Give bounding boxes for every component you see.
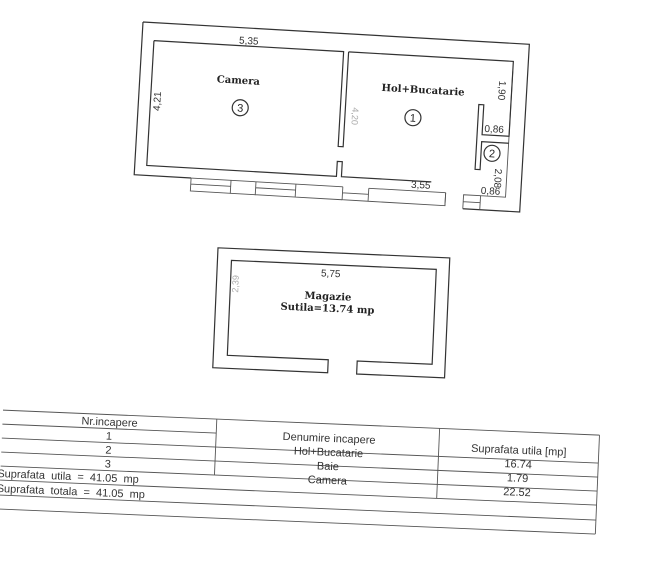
house-plan: 5,35 4,21 Camera 3 4,20 Hol+Bucatarie 1 … xyxy=(133,21,530,213)
row-1-name: Hol+Bucatarie xyxy=(294,445,364,460)
room-number-2: 2 xyxy=(489,148,496,160)
dim-hol-upper: 1,90 xyxy=(495,80,507,101)
camera-inner-wall xyxy=(146,40,432,183)
hol-inner-wall xyxy=(348,51,514,171)
room-number-3: 3 xyxy=(237,103,244,115)
dim-storage-height: 2,39 xyxy=(230,275,241,293)
row-1-number: 1 xyxy=(106,430,113,442)
room-number-circle-1 xyxy=(404,109,422,127)
dim-partition: 4,20 xyxy=(349,107,360,125)
storage-area: Sutila=13.74 mp xyxy=(280,302,374,317)
header-suprafata: Suprafata utila [mp] xyxy=(471,443,567,459)
dim-hol-width: 3,55 xyxy=(411,180,432,192)
room-number-1: 1 xyxy=(409,113,416,125)
room-label-hol-bucatarie: Hol+Bucatarie xyxy=(381,83,465,99)
dim-closet-width: 0,86 xyxy=(484,124,505,136)
row-3-name: Camera xyxy=(308,474,348,488)
south-wall-windows xyxy=(189,71,514,210)
storage-outer-wall xyxy=(212,247,451,379)
table-grid xyxy=(0,409,600,535)
total-useful-area: Suprafata utila = 41.05 mp xyxy=(0,468,139,486)
row-3-number: 3 xyxy=(104,458,111,470)
header-nr-incapere: Nr.incapere xyxy=(81,415,138,429)
room-label-camera: Camera xyxy=(216,74,260,87)
room-number-circle-3 xyxy=(231,99,249,117)
dim-storage-width: 5,75 xyxy=(321,268,341,280)
outer-wall xyxy=(133,21,530,213)
row-2-area: 1.79 xyxy=(507,472,529,485)
dim-bath-height: 2,08 xyxy=(491,168,503,189)
dim-bath-width: 0,86 xyxy=(481,186,502,198)
row-2-name: Baie xyxy=(317,460,340,473)
dim-camera-height: 4,21 xyxy=(152,91,164,112)
total-overall-area: Suprafata totala = 41.05 mp xyxy=(0,483,145,501)
dim-camera-width: 5,35 xyxy=(239,36,260,48)
row-2-number: 2 xyxy=(105,444,112,456)
room-table: Nr.incapere Denumire incapere Suprafata … xyxy=(0,409,600,535)
row-3-area: 22.52 xyxy=(503,486,531,499)
row-1-area: 16.74 xyxy=(504,458,532,471)
storage-plan: 5,75 2,39 Magazie Sutila=13.74 mp xyxy=(212,247,451,379)
room-number-circle-2 xyxy=(483,144,501,162)
room-label-magazie: Magazie xyxy=(304,291,351,304)
header-denumire: Denumire incapere xyxy=(282,431,375,447)
